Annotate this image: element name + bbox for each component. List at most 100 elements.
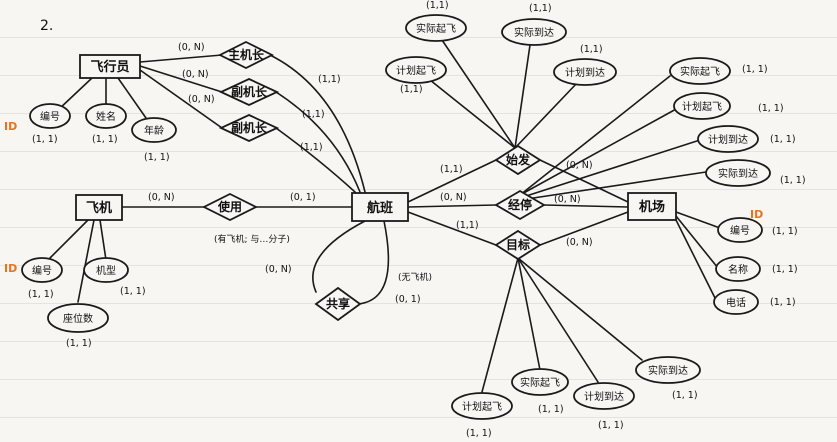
svg-text:(1, 1): (1, 1)	[772, 226, 798, 237]
svg-text:始发: 始发	[506, 152, 531, 167]
svg-text:(0, N): (0, N)	[188, 94, 215, 105]
svg-text:使用: 使用	[217, 199, 242, 214]
svg-text:(0, N): (0, N)	[178, 42, 205, 53]
id-marker-airport: ID	[750, 208, 763, 221]
svg-text:经停: 经停	[508, 197, 532, 212]
relationship-origin: 始发	[494, 144, 542, 176]
page-number: 2.	[40, 18, 53, 34]
attribute-plane-id: 编号	[21, 257, 63, 283]
svg-text:(1,1): (1,1)	[440, 164, 463, 175]
svg-text:飞行员: 飞行员	[90, 59, 129, 75]
svg-text:(1, 1): (1, 1)	[144, 152, 170, 163]
attribute-plane-seats: 座位数	[47, 303, 109, 333]
attribute-origin-plan-arrival: 计划到达	[553, 58, 617, 86]
svg-text:编号: 编号	[730, 224, 750, 237]
svg-text:(1, 1): (1, 1)	[742, 64, 768, 75]
svg-text:(1, 1): (1, 1)	[28, 289, 54, 300]
svg-text:(1, 1): (1, 1)	[538, 404, 564, 415]
svg-text:电话: 电话	[726, 296, 746, 309]
svg-text:实际起飞: 实际起飞	[520, 376, 560, 389]
attribute-destination-plan-arrival: 计划到达	[573, 382, 635, 410]
attribute-pilot-id: 编号	[29, 103, 71, 129]
svg-text:(1, 1): (1, 1)	[780, 175, 806, 186]
svg-text:(1, 1): (1, 1)	[120, 286, 146, 297]
svg-text:(1,1): (1,1)	[529, 3, 552, 14]
svg-text:(0, N): (0, N)	[265, 264, 292, 275]
svg-text:计划起飞: 计划起飞	[682, 100, 722, 113]
entity-flight: 航班	[351, 192, 409, 222]
svg-text:目标: 目标	[506, 237, 530, 252]
svg-text:实际到达: 实际到达	[648, 364, 688, 377]
svg-text:(1, 1): (1, 1)	[466, 428, 492, 439]
svg-text:(1,1): (1,1)	[300, 142, 323, 153]
svg-text:实际到达: 实际到达	[514, 26, 554, 39]
id-marker-plane: ID	[4, 262, 17, 275]
attribute-airport-name: 名称	[715, 256, 761, 282]
svg-text:飞机: 飞机	[86, 200, 112, 216]
svg-text:(0, N): (0, N)	[554, 194, 581, 205]
relationship-copilot-2: 副机长	[218, 114, 280, 142]
connector-lines	[49, 39, 721, 393]
svg-text:(0, N): (0, N)	[182, 69, 209, 80]
svg-text:实际到达: 实际到达	[718, 167, 758, 180]
cardinality-labels: (0, N) (0, N) (0, N) (1,1) (1,1) (1,1) (…	[28, 0, 806, 439]
svg-text:(1, 1): (1, 1)	[92, 134, 118, 145]
svg-text:年龄: 年龄	[144, 124, 164, 137]
svg-text:(1,1): (1,1)	[426, 0, 449, 11]
svg-text:座位数: 座位数	[63, 312, 93, 325]
svg-text:共享: 共享	[326, 296, 350, 311]
relationship-copilot-1: 副机长	[218, 78, 280, 106]
svg-text:(1, 1): (1, 1)	[672, 390, 698, 401]
id-marker-pilot: ID	[4, 120, 17, 133]
relationship-stopover: 经停	[494, 189, 546, 221]
entity-plane: 飞机	[75, 194, 123, 221]
attribute-stopover-actual-departure: 实际起飞	[669, 57, 731, 85]
svg-text:名称: 名称	[728, 263, 748, 276]
relationship-use: 使用	[201, 192, 259, 222]
svg-text:计划起飞: 计划起飞	[396, 64, 436, 77]
svg-text:姓名: 姓名	[96, 110, 116, 123]
share-note: (无飞机)	[398, 271, 432, 283]
attribute-airport-id: 编号	[717, 217, 763, 243]
svg-text:副机长: 副机长	[231, 84, 268, 99]
attribute-pilot-age: 年龄	[131, 117, 177, 143]
svg-text:(1, 1): (1, 1)	[598, 420, 624, 431]
svg-text:(1, 1): (1, 1)	[770, 134, 796, 145]
svg-text:计划到达: 计划到达	[584, 390, 624, 403]
svg-text:(1, 1): (1, 1)	[66, 338, 92, 349]
svg-text:计划起飞: 计划起飞	[462, 400, 502, 413]
svg-text:实际起飞: 实际起飞	[416, 22, 456, 35]
attribute-origin-plan-departure: 计划起飞	[385, 56, 447, 84]
entity-airport: 机场	[627, 192, 677, 221]
svg-text:(0, 1): (0, 1)	[395, 294, 421, 305]
svg-text:(0, N): (0, N)	[148, 192, 175, 203]
attribute-destination-actual-departure: 实际起飞	[511, 368, 569, 396]
svg-text:航班: 航班	[367, 200, 393, 216]
attribute-plane-model: 机型	[83, 257, 129, 283]
svg-text:计划到达: 计划到达	[565, 66, 605, 79]
svg-text:编号: 编号	[32, 264, 52, 277]
svg-text:实际起飞: 实际起飞	[680, 65, 720, 78]
attribute-stopover-actual-arrival: 实际到达	[705, 159, 771, 187]
svg-text:计划到达: 计划到达	[708, 133, 748, 146]
svg-text:副机长: 副机长	[231, 120, 268, 135]
svg-text:(0, N): (0, N)	[566, 237, 593, 248]
svg-text:(0, N): (0, N)	[440, 192, 467, 203]
svg-text:(1, 1): (1, 1)	[772, 264, 798, 275]
attribute-stopover-plan-arrival: 计划到达	[697, 125, 759, 153]
svg-text:机场: 机场	[639, 199, 665, 215]
svg-text:主机长: 主机长	[228, 47, 265, 62]
svg-text:(0, 1): (0, 1)	[290, 192, 316, 203]
svg-text:(1,1): (1,1)	[456, 220, 479, 231]
svg-text:(1,1): (1,1)	[580, 44, 603, 55]
relationship-destination: 目标	[494, 229, 542, 261]
svg-text:(1,1): (1,1)	[302, 109, 325, 120]
attribute-stopover-plan-departure: 计划起飞	[673, 92, 731, 120]
attribute-destination-actual-arrival: 实际到达	[635, 356, 701, 384]
svg-text:(1, 1): (1, 1)	[32, 134, 58, 145]
svg-text:(1,1): (1,1)	[318, 74, 341, 85]
attribute-airport-phone: 电话	[713, 289, 759, 315]
attribute-destination-plan-departure: 计划起飞	[451, 392, 513, 420]
svg-text:(0, N): (0, N)	[566, 160, 593, 171]
